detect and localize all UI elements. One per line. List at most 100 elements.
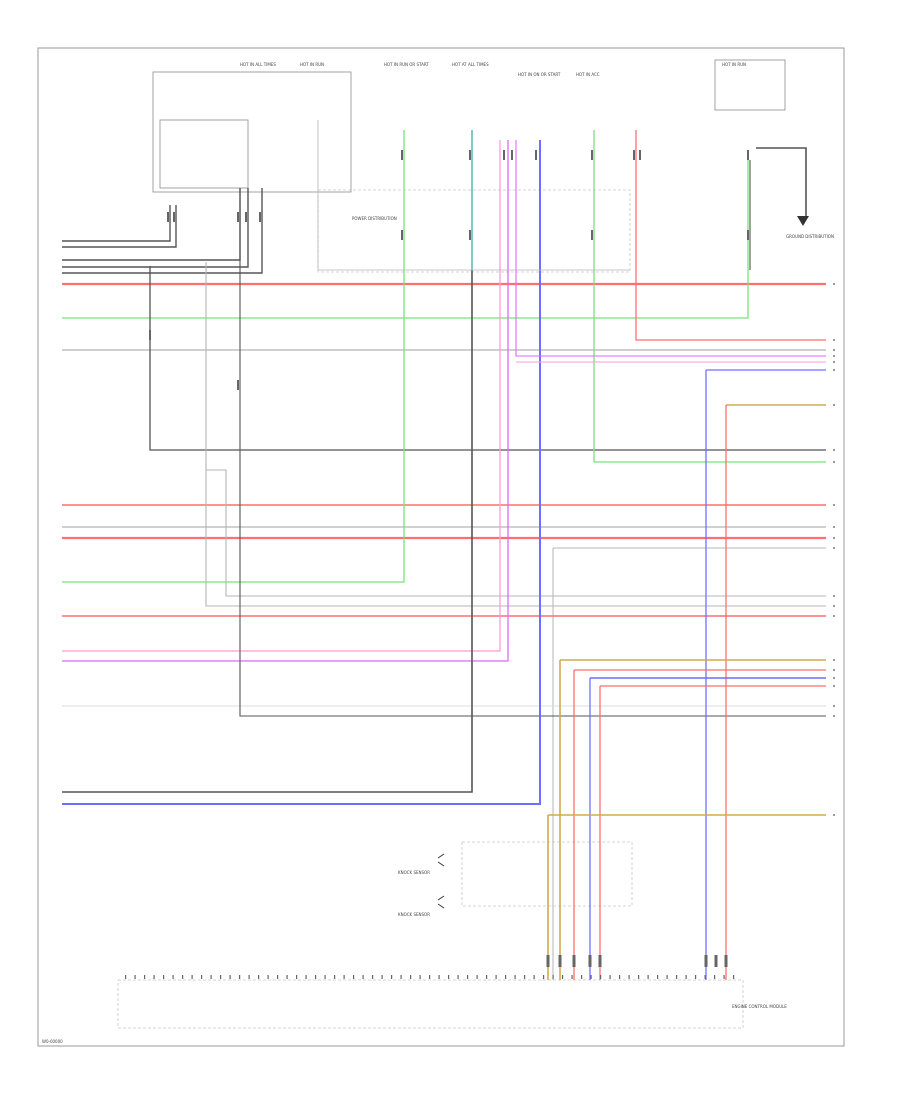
ecm-pin-icon bbox=[609, 975, 611, 979]
wire-black bbox=[62, 205, 177, 248]
connector-pin-icon bbox=[469, 230, 471, 240]
terminal-dot-icon bbox=[833, 715, 835, 717]
wire-pink bbox=[62, 140, 501, 652]
ecm-pin-icon bbox=[619, 975, 621, 979]
terminal-dot-icon bbox=[833, 605, 835, 607]
ecm-wire-terminal-icon bbox=[714, 955, 718, 967]
top-labels: HOT IN ALL TIMES HOT IN RUN HOT IN RUN O… bbox=[240, 62, 746, 77]
connector-pin-icon bbox=[633, 150, 635, 160]
terminal-dot-icon bbox=[833, 449, 835, 451]
terminal-dot-icon bbox=[833, 361, 835, 363]
terminal-dot-icon bbox=[833, 283, 835, 285]
ecm-pin-icon bbox=[153, 975, 155, 979]
ecm-wire-terminal-icon bbox=[546, 955, 550, 967]
wire-black bbox=[62, 188, 263, 274]
terminal-dot-icon bbox=[833, 369, 835, 371]
wire-black bbox=[62, 130, 473, 793]
wire-gray bbox=[317, 120, 630, 271]
top-label: HOT IN RUN bbox=[300, 62, 324, 67]
wire-magenta bbox=[515, 140, 826, 357]
terminal-dot-icon bbox=[833, 504, 835, 506]
ecm-pin-icon bbox=[191, 975, 193, 979]
ecm-pin-icon bbox=[533, 975, 535, 979]
ecm-pin-icon bbox=[571, 975, 573, 979]
ecm-pin-icon bbox=[486, 975, 488, 979]
ecm-pin-icon bbox=[343, 975, 345, 979]
ecm-pin-icon bbox=[438, 975, 440, 979]
ecm-pin-icon bbox=[495, 975, 497, 979]
inner-relay-box bbox=[159, 119, 249, 189]
ecm-pin-icon bbox=[334, 975, 336, 979]
ground-dist-label: GROUND DISTRIBUTION bbox=[786, 234, 834, 239]
connector-pin-icon bbox=[173, 212, 175, 222]
ecm-pin-icon bbox=[457, 975, 459, 979]
connector-pin-icon bbox=[535, 150, 537, 160]
sensor-label-b: KNOCK SENSOR bbox=[398, 912, 430, 917]
terminal-dot-icon bbox=[833, 339, 835, 341]
ecm-pin-icon bbox=[695, 975, 697, 979]
ecm-pin-icon bbox=[514, 975, 516, 979]
terminal-dot-icon bbox=[833, 659, 835, 661]
connector-pin-icon bbox=[237, 212, 239, 222]
ecm-pin-icon bbox=[467, 975, 469, 979]
ecm-pin-icon bbox=[277, 975, 279, 979]
ecm-pin-icon bbox=[381, 975, 383, 979]
ecm-pin-icon bbox=[182, 975, 184, 979]
ecm-pin-icon bbox=[239, 975, 241, 979]
sensor-symbol-icon bbox=[437, 853, 445, 867]
terminal-dot-icon bbox=[833, 669, 835, 671]
ecm-pin-icon bbox=[362, 975, 364, 979]
ecm-wire-terminal-icon bbox=[572, 955, 576, 967]
ecm-pin-icon bbox=[144, 975, 146, 979]
terminal-dot-icon bbox=[833, 677, 835, 679]
wire-black bbox=[62, 188, 249, 268]
ecm-pin-icon bbox=[714, 975, 716, 979]
connector-pin-icon bbox=[591, 150, 593, 160]
wire-black bbox=[149, 266, 826, 451]
connector-pin-icon bbox=[167, 212, 169, 222]
sensor-label-a: KNOCK SENSOR bbox=[398, 870, 430, 875]
ecm-pin-icon bbox=[353, 975, 355, 979]
wire-gray bbox=[205, 262, 826, 607]
ecm-pin-icon bbox=[410, 975, 412, 979]
ecm-pin-icon bbox=[600, 975, 602, 979]
wire-gray bbox=[206, 469, 826, 597]
top-label: HOT IN RUN OR START bbox=[384, 62, 429, 67]
ecm-pin-icon bbox=[552, 975, 554, 979]
terminal-dot-icon bbox=[833, 814, 835, 816]
ecm-pin-icon bbox=[163, 975, 165, 979]
terminal-dot-icon bbox=[833, 595, 835, 597]
top-label: HOT IN ON OR START bbox=[518, 72, 561, 77]
ecm-wire-terminal-icon bbox=[598, 955, 602, 967]
ecm-pin-icon bbox=[676, 975, 678, 979]
ecm-pin-icon bbox=[723, 975, 725, 979]
ecm-pin-icon bbox=[324, 975, 326, 979]
terminal-dot-icon bbox=[833, 685, 835, 687]
ecm-wire-terminal-icon bbox=[588, 955, 592, 967]
ecm-connector bbox=[117, 979, 744, 1029]
wire-green bbox=[62, 160, 749, 319]
ecm-pin-icon bbox=[125, 975, 127, 979]
ecm-pin-icon bbox=[581, 975, 583, 979]
ecm-pin-icon bbox=[628, 975, 630, 979]
sensor-symbol-icon bbox=[437, 895, 445, 909]
ecm-wire-terminal-icon bbox=[704, 955, 708, 967]
connector-pin-icon bbox=[149, 330, 151, 340]
ecm-pin-icon bbox=[172, 975, 174, 979]
ecm-pin-icon bbox=[372, 975, 374, 979]
top-label: HOT IN ALL TIMES bbox=[240, 62, 276, 67]
ecm-pin-icon bbox=[419, 975, 421, 979]
diagram-frame bbox=[37, 47, 845, 1047]
ecm-pin-icon bbox=[647, 975, 649, 979]
wire-red bbox=[635, 130, 826, 341]
ecm-pin-icon bbox=[429, 975, 431, 979]
top-label: HOT IN ACC bbox=[576, 72, 600, 77]
ecm-pin-icon bbox=[476, 975, 478, 979]
ecm-pin-icon bbox=[638, 975, 640, 979]
ecm-pin-icon bbox=[258, 975, 260, 979]
sensor-box bbox=[461, 841, 633, 907]
terminal-dot-icon bbox=[833, 547, 835, 549]
connector-pin-icon bbox=[747, 150, 749, 160]
relay-box bbox=[152, 71, 352, 193]
wire-black bbox=[62, 205, 171, 242]
